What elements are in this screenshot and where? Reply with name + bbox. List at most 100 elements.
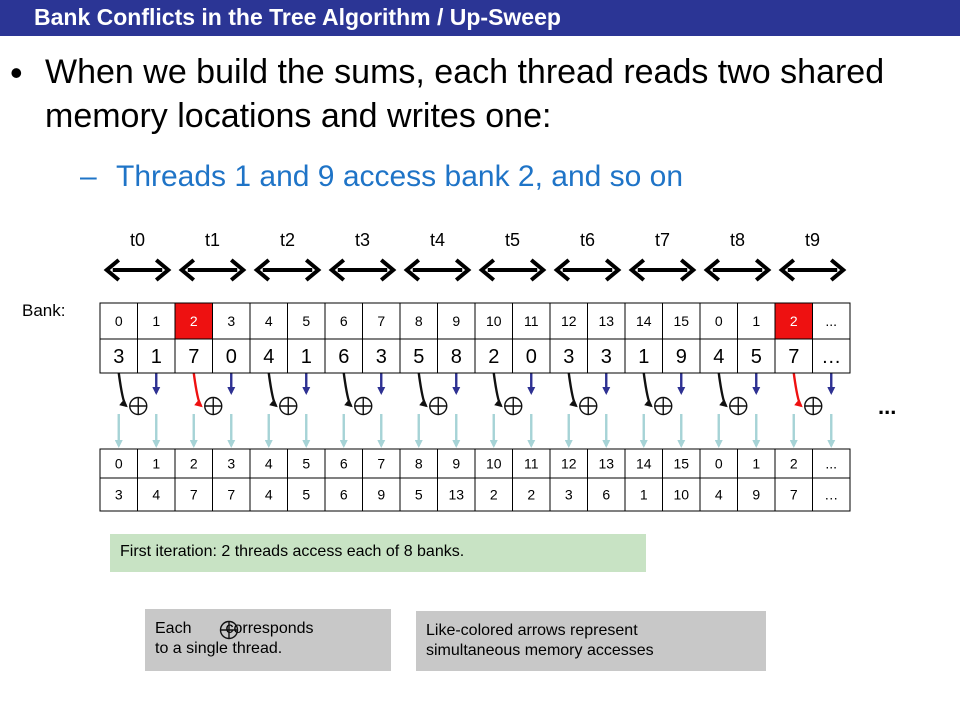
top-bank-cell — [212, 302, 251, 340]
top-bank-number: 0 — [715, 313, 723, 329]
double-arrow-icon — [553, 258, 622, 282]
thread-label: t3 — [355, 230, 370, 250]
bottom-value-cell — [737, 477, 776, 512]
bottom-value-cell — [512, 477, 551, 512]
read-arrow-left — [342, 372, 353, 408]
bottom-value: 4 — [715, 487, 723, 503]
bottom-value-cell — [249, 477, 288, 512]
bottom-bank-cell — [512, 448, 551, 479]
sub-bullet-text: Threads 1 and 9 access bank 2, and so on — [116, 160, 684, 193]
top-bank-cell — [662, 302, 701, 340]
top-value-cell — [399, 338, 438, 374]
adder-icon — [579, 396, 598, 416]
top-value: 2 — [488, 346, 499, 368]
bottom-value: 2 — [527, 487, 535, 503]
top-bank-number: 1 — [152, 313, 160, 329]
iteration-note: First iteration: 2 threads access each o… — [110, 534, 646, 572]
top-value: 7 — [788, 346, 799, 368]
top-value-cell — [324, 338, 363, 374]
read-arrow-left — [567, 372, 578, 408]
top-value-cell — [812, 338, 851, 374]
bottom-bank-cell — [624, 448, 663, 479]
top-value: 5 — [413, 346, 424, 368]
read-arrow-left — [492, 372, 503, 408]
double-arrow-icon — [253, 258, 322, 282]
bottom-value: 7 — [227, 487, 235, 503]
bottom-bank-number: 1 — [152, 456, 160, 472]
bottom-bank-number: 9 — [452, 456, 460, 472]
bottom-value-cell — [774, 477, 813, 512]
bullet-marker: • — [10, 52, 23, 93]
top-value-cell — [249, 338, 288, 374]
thread-label: t6 — [580, 230, 595, 250]
top-bank-cell — [362, 302, 401, 340]
main-bullet-text: When we build the sums, each thread read… — [45, 53, 885, 135]
bottom-bank-number: 7 — [377, 456, 385, 472]
top-bank-cell — [287, 302, 326, 340]
bank-label: Bank: — [22, 301, 66, 320]
bottom-bank-number: 8 — [415, 456, 423, 472]
bottom-bank-number: ... — [825, 456, 837, 472]
bottom-value: 2 — [490, 487, 498, 503]
bottom-value-cell — [399, 477, 438, 512]
bottom-value-cell — [662, 477, 701, 512]
double-arrow-icon — [778, 258, 847, 282]
adder-icon — [354, 396, 373, 416]
top-bank-cell — [812, 302, 851, 340]
top-bank-number: 6 — [340, 313, 348, 329]
top-value: 4 — [713, 346, 724, 368]
top-bank-number: 2 — [190, 313, 198, 329]
top-value-cell — [774, 338, 813, 374]
bottom-bank-number: 3 — [227, 456, 235, 472]
top-value: 5 — [751, 346, 762, 368]
top-value: 1 — [301, 346, 312, 368]
bottom-value-cell — [99, 477, 138, 512]
top-bank-cell — [774, 302, 813, 340]
top-bank-number: 7 — [377, 313, 385, 329]
bottom-bank-cell — [812, 448, 851, 479]
bottom-value: 10 — [673, 487, 689, 503]
bottom-value: 13 — [448, 487, 464, 503]
bottom-bank-cell — [137, 448, 176, 479]
bottom-value: 1 — [640, 487, 648, 503]
bottom-value-cell — [362, 477, 401, 512]
adder-icon — [504, 396, 523, 416]
thread-op — [339, 372, 386, 448]
top-table: 0311273044516673859810211012313314115904… — [99, 302, 851, 374]
adder-icon — [204, 396, 223, 416]
bottom-value: 3 — [115, 487, 123, 503]
top-bank-number: 0 — [115, 313, 123, 329]
bottom-value-cell — [474, 477, 513, 512]
read-arrow-left — [792, 372, 803, 408]
bottom-bank-number: 0 — [715, 456, 723, 472]
bottom-bank-number: 11 — [524, 456, 539, 472]
top-value-cell — [549, 338, 588, 374]
top-bank-cell — [474, 302, 513, 340]
top-bank-number: 14 — [636, 313, 652, 329]
read-arrow-left — [192, 372, 203, 408]
adder-icon — [279, 396, 298, 416]
top-bank-number: 4 — [265, 313, 273, 329]
thread-op — [114, 372, 161, 448]
top-bank-number: 11 — [524, 313, 539, 329]
bottom-value-cell — [212, 477, 251, 512]
top-bank-number: 9 — [452, 313, 460, 329]
thread-op — [189, 372, 236, 448]
arrow-legend-line2: simultaneous memory accesses — [426, 642, 654, 659]
bottom-bank-number: 2 — [790, 456, 798, 472]
thread-op — [414, 372, 461, 448]
thread-label: t4 — [430, 230, 445, 250]
bottom-value: 5 — [415, 487, 423, 503]
bottom-bank-number: 13 — [598, 456, 614, 472]
bottom-value: 9 — [752, 487, 760, 503]
top-bank-number: 1 — [752, 313, 760, 329]
bottom-value-cell — [812, 477, 851, 512]
top-value: 3 — [113, 346, 124, 368]
top-value: 3 — [601, 346, 612, 368]
thread-label: t5 — [505, 230, 520, 250]
top-value: 0 — [226, 346, 237, 368]
top-bank-number: 15 — [673, 313, 689, 329]
top-value: 7 — [188, 346, 199, 368]
top-value: 3 — [563, 346, 574, 368]
thread-label: t0 — [130, 230, 145, 250]
